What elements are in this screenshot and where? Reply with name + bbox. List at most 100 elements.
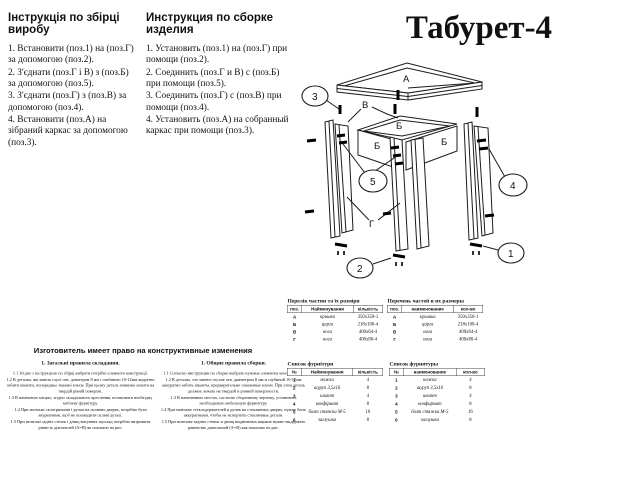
instructions-ua-title: Інструкція по збірці виробу xyxy=(8,12,120,36)
leader-line xyxy=(346,196,370,221)
foot-right xyxy=(469,242,483,255)
dowel-icon xyxy=(484,213,495,218)
rules-ru-title: 1. Общие правила сборки. xyxy=(200,360,267,366)
svg-text:4: 4 xyxy=(510,181,516,192)
dowel-icon xyxy=(390,145,400,150)
instruction-step: 2. З'єднати (поз.Г і В) з (поз.Б) за доп… xyxy=(8,67,129,89)
rules-ua-title: 1. Загальні правила складання. xyxy=(41,360,120,366)
rule-item: 1.4 При монтажі склотримачів і ручок на … xyxy=(14,407,147,418)
svg-text:2: 2 xyxy=(357,264,363,275)
instruction-step: 2. Соединить (поз.Г и В) с (поз.Б) при п… xyxy=(146,67,280,89)
instruction-step: 1. Встановити (поз.1) на (поз.Г) за допо… xyxy=(8,44,134,66)
callout-4: 4 xyxy=(488,148,528,197)
stool-drawing: А Б Б Б В xyxy=(301,62,528,279)
fittings-table-ru-block: Список фурнитуры № наименование кол-во 1… xyxy=(389,361,486,425)
dowel-icon xyxy=(476,138,487,143)
col-header: поз. xyxy=(286,305,303,313)
dowel-icon xyxy=(392,153,402,158)
instructions-ru-title: Инструкция по сборке изделия xyxy=(146,12,274,36)
label-rail-V: В xyxy=(362,100,368,111)
col-header: Найменування xyxy=(300,368,354,376)
instruction-step: 3. Соединить (поз.Г) с (поз.В) при помощ… xyxy=(146,91,282,113)
callout-5: 5 xyxy=(342,143,398,193)
col-header: наименование xyxy=(403,368,457,376)
seat-part: А xyxy=(336,62,483,101)
callout-2: 2 xyxy=(346,257,392,279)
label-leg-G: Г xyxy=(369,219,374,230)
svg-text:5: 5 xyxy=(370,177,376,188)
instruction-step: 1. Установить (поз.1) на (поз.Г) при пом… xyxy=(146,44,288,66)
col-header: № xyxy=(389,368,404,376)
col-header: кількість xyxy=(352,305,384,313)
parts-table-ua-caption: Перелік частин та їх розміри xyxy=(287,298,360,304)
assembly-instructions-ua: Інструкція по збірці виробу 1. Встановит… xyxy=(8,12,138,150)
svg-text:1: 1 xyxy=(508,249,514,260)
assembly-instructions-ru: Инструкция по сборке изделия 1. Установи… xyxy=(146,12,292,139)
page-title: Табурет-4 xyxy=(405,10,553,46)
instructions-ru-list: 1. Установить (поз.1) на (поз.Г) при пом… xyxy=(146,44,292,138)
col-header: поз. xyxy=(386,305,403,313)
col-header: кол-во xyxy=(455,368,486,376)
svg-text:3: 3 xyxy=(312,92,318,103)
dowel-icon xyxy=(478,146,489,151)
rule-item: 1.3 В намеченных местах, согласно сбороч… xyxy=(170,394,297,406)
foot-left xyxy=(334,242,348,255)
dowel-icon xyxy=(304,209,315,214)
rule-item: 1.1 Согласно инструкции по сборке выбрат… xyxy=(163,370,304,376)
rule-item: 1.4 При монтаже стеклодержателей и ручек… xyxy=(160,407,307,418)
leg-right xyxy=(463,121,494,241)
fittings-table-ua-block: Список фурнітури № Найменування кількіст… xyxy=(287,361,383,425)
parts-table-ru-caption: Перечень частей и их размеры xyxy=(387,298,464,304)
instruction-step: 4. Установить (поз.А) на собранный карка… xyxy=(146,114,289,137)
foot-center xyxy=(392,253,406,266)
col-header: Найменування xyxy=(301,305,354,313)
apron-box: Б Б Б xyxy=(356,115,458,171)
instruction-step: 4. Встановити (поз.А) на зібраний каркас… xyxy=(8,114,128,148)
dowel-icon xyxy=(382,211,392,216)
col-header: наименование xyxy=(401,305,454,313)
label-apron-B: Б xyxy=(396,121,402,132)
label-seat-A: А xyxy=(403,74,410,85)
leader-line xyxy=(347,108,362,123)
col-header: кількість xyxy=(352,368,383,376)
col-header: № xyxy=(287,368,302,376)
parts-table-ua-block: Перелік частин та їх розміри поз. Наймен… xyxy=(286,298,384,346)
dowel-icon xyxy=(394,161,404,166)
dowel-icon xyxy=(336,133,346,138)
callout-1: 1 xyxy=(482,242,525,264)
dowel-icon xyxy=(306,138,317,143)
general-rules-ru: 1. Общие правила сборки. 1.1 Согласно ин… xyxy=(158,360,309,435)
instruction-step: 3. З'єднати (поз.Г) з (поз.В) за допомог… xyxy=(8,91,127,113)
label-apron-B: Б xyxy=(374,141,380,152)
rule-item: 1.1 Згідно з інструкцією по збірці вибра… xyxy=(12,370,149,376)
rule-item: 1.5 При монтажі задніх стінок і днищ вис… xyxy=(10,419,151,430)
rule-item: 1.5 При монтаже задних стенок и днищ выд… xyxy=(161,419,306,430)
fittings-table-ua-caption: Список фурнітури xyxy=(287,361,334,367)
col-header: кол-во xyxy=(453,305,483,313)
leader-line xyxy=(377,202,401,221)
rule-item: 1.3 В намічених місцях, згідно складальн… xyxy=(8,394,153,406)
